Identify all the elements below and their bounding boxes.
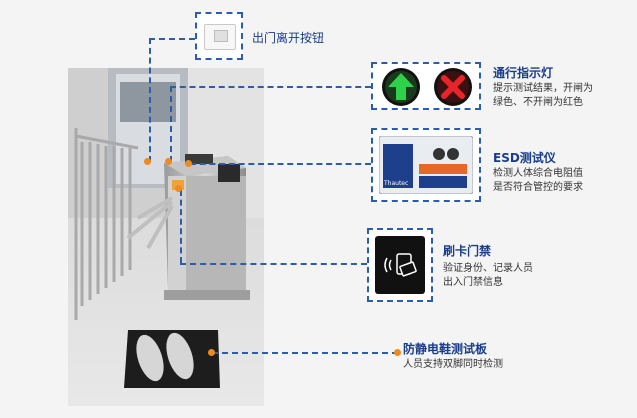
esd-tester-frame: Thautec [371,128,481,202]
esd-brand: Thautec [384,180,409,187]
card-reader-icon [375,236,425,294]
card-access-frame [367,228,433,302]
esd-tester-device [379,136,473,194]
shoe-board-title: 防静电鞋测试板 [403,342,488,356]
card-access-dot [175,185,182,192]
shoe-board-photo-dot [208,349,215,356]
traffic-light-frame [371,62,481,110]
esd-tester-dot [185,160,192,167]
traffic-light-title: 通行指示灯 [493,66,554,80]
esd-tester-desc: 检测人体综合电阻值 是否符合管控的要求 [493,168,583,193]
card-access-title: 刷卡门禁 [443,244,492,258]
shoe-board-dot [394,349,401,356]
esd-tester-title: ESD测试仪 [493,151,556,165]
shoe-board-desc: 人员支持双脚同时检测 [403,359,503,370]
exit-button-frame [195,12,243,60]
card-access-desc: 验证身份、记录人员 出入门禁信息 [443,263,533,288]
red-cross-icon [434,68,472,106]
green-arrow-icon [382,68,420,106]
traffic-light-dot [165,158,172,165]
turnstile-photo [68,68,264,406]
traffic-light-desc: 提示测试结果，开闸为 绿色、不开闸为红色 [493,83,593,108]
exit-button-label: 出门离开按钮 [252,31,325,45]
exit-button-dot [144,158,151,165]
exit-button-icon [204,24,236,50]
